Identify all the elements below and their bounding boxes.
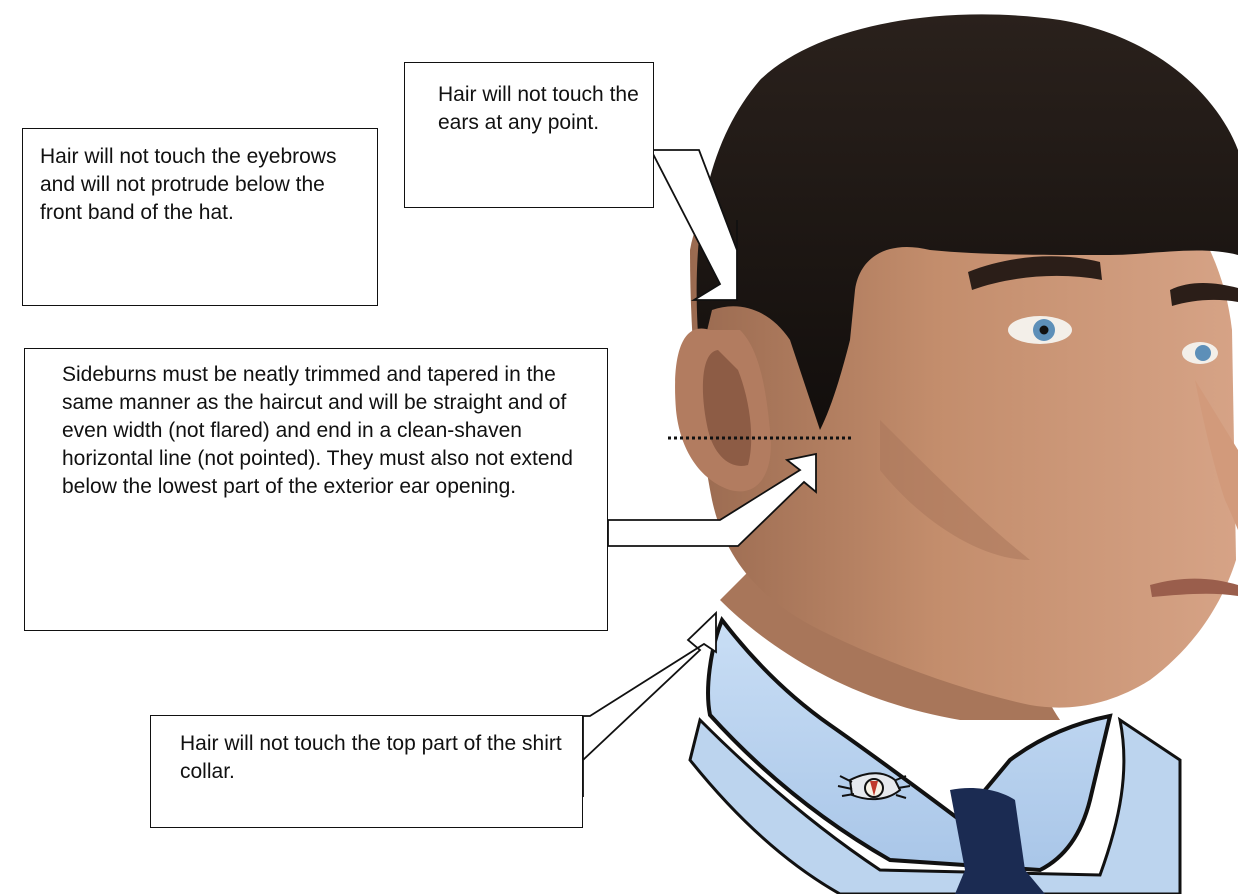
callout-ears-text: Hair will not touch the ears at any poin… (438, 81, 641, 137)
callout-collar: Hair will not touch the top part of the … (150, 715, 583, 828)
head-illustration (675, 14, 1238, 720)
callout-eyebrows-hat-text: Hair will not touch the eyebrows and wil… (40, 143, 361, 227)
callout-sideburns-text: Sideburns must be neatly trimmed and tap… (62, 361, 599, 501)
callout-eyebrows-hat: Hair will not touch the eyebrows and wil… (22, 128, 378, 306)
callout-ears: Hair will not touch the ears at any poin… (404, 62, 654, 208)
iris-right (1195, 345, 1211, 361)
pupil-left (1040, 326, 1049, 335)
callout-collar-text: Hair will not touch the top part of the … (180, 730, 572, 786)
callout-sideburns: Sideburns must be neatly trimmed and tap… (24, 348, 608, 631)
